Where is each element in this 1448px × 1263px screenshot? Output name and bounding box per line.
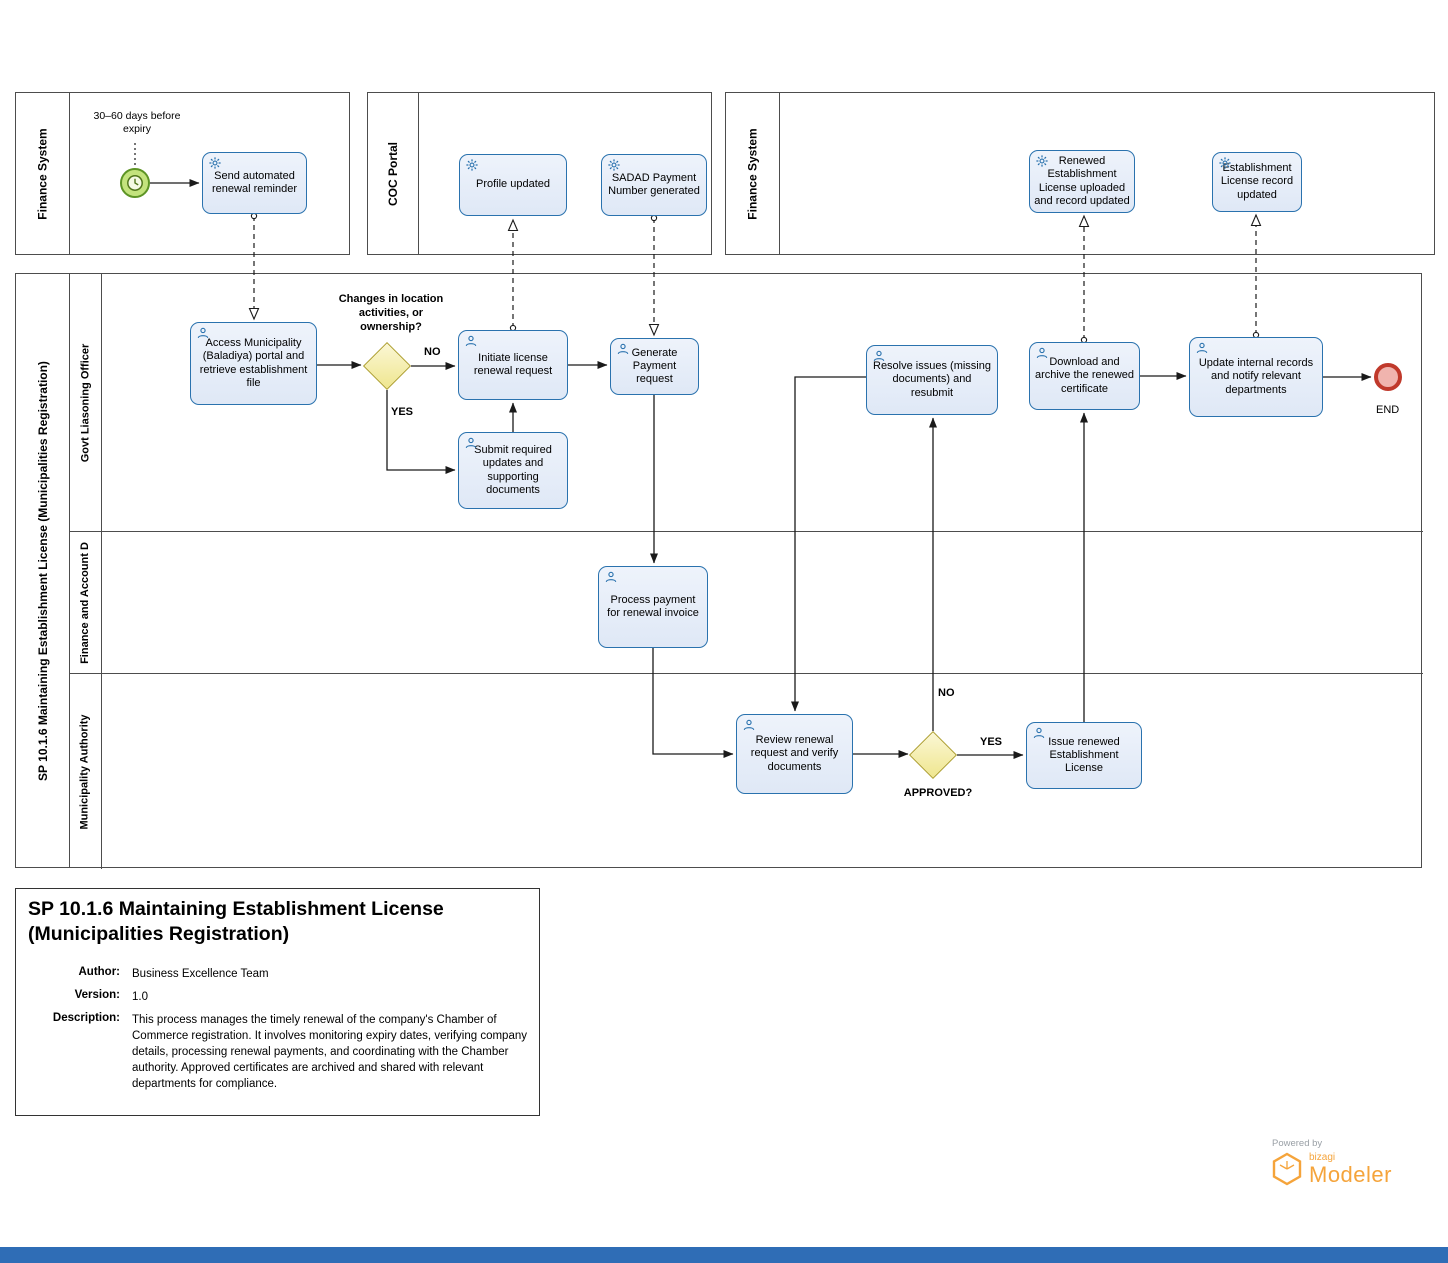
task-issue-renewed-license[interactable]: Issue renewed Establishment License [1026,722,1142,789]
flow-label-approved-no: NO [938,687,955,699]
gear-icon [608,159,620,171]
pool-label-band: Finance System [726,93,780,254]
task-resolve-issues-resubmit[interactable]: Resolve issues (missing documents) and r… [866,345,998,415]
task-profile-updated[interactable]: Profile updated [459,154,567,216]
task-label: Generate Payment request [631,346,678,386]
person-icon [1033,727,1045,739]
flow-label-changes-no: NO [424,346,441,358]
modeler-label: Modeler [1309,1161,1392,1187]
clock-icon [125,173,145,193]
lane-label: Finance and Account D [79,541,92,664]
task-submit-required-updates[interactable]: Submit required updates and supporting d… [458,432,568,509]
timer-start-event[interactable] [120,168,150,198]
gear-icon [1219,157,1231,169]
person-icon [873,350,885,362]
task-label: Review renewal request and verify docume… [750,734,839,773]
task-label: Access Municipality (Baladiya) portal an… [199,337,308,389]
flow-label-approved-yes: YES [980,736,1003,748]
task-label: Resolve issues (missing documents) and r… [873,360,991,399]
pool-label-band: COC Portal [368,93,419,254]
person-icon [617,343,629,355]
task-label: Renewed Establishment License uploaded a… [1034,155,1130,207]
gateway-changes-question: Changes in location activities, or owner… [338,293,444,333]
gear-icon [1036,155,1048,167]
lane-finance-and-account[interactable]: Finance and Account D [69,531,1423,673]
lane-label: Govt Liasoning Officer [79,343,92,462]
doc-version-value: 1.0 [132,990,148,1003]
task-label: Process payment for renewal invoice [607,593,699,619]
task-send-automated-renewal-reminder[interactable]: Send automated renewal reminder [202,152,307,214]
bizagi-label: bizagi [1309,1151,1336,1163]
person-icon [1196,342,1208,354]
task-access-municipality-portal[interactable]: Access Municipality (Baladiya) portal an… [190,322,317,405]
task-review-renewal-request[interactable]: Review renewal request and verify docume… [736,714,853,794]
task-label: Issue renewed Establishment License [1048,735,1120,775]
pool-label-band: Finance System [16,93,70,254]
task-label: Initiate license renewal request [473,351,553,377]
flow-label-changes-yes: YES [391,406,414,418]
task-label: Establishment License record updated [1220,162,1294,201]
doc-version-row: Version: 1.0 [28,989,527,1005]
bottom-bar [0,1247,1448,1263]
task-update-internal-records[interactable]: Update internal records and notify relev… [1189,337,1323,417]
task-label: Submit required updates and supporting d… [474,444,552,496]
lane-govt-liasoning-officer[interactable]: Govt Liasoning Officer [69,274,1423,531]
task-label: Update internal records and notify relev… [1198,357,1314,396]
end-event[interactable] [1374,363,1402,391]
main-pool-title: SP 10.1.6 Maintaining Establishment Lice… [35,360,50,781]
doc-description-label: Description: [52,1011,120,1024]
doc-author-label: Author: [78,965,120,978]
doc-author-row: Author: Business Excellence Team [28,966,527,982]
pool-label: COC Portal [386,141,401,206]
powered-by-label: Powered by [1272,1138,1323,1149]
task-label: Download and archive the renewed certifi… [1034,356,1135,395]
task-label: Profile updated [476,178,550,191]
lane-label: Municipality Authority [79,713,91,830]
doc-version-label: Version: [74,988,120,1001]
doc-description-value: This process manages the timely renewal … [132,1013,527,1091]
gear-icon [209,157,221,169]
task-establishment-license-record-updated[interactable]: Establishment License record updated [1212,152,1302,212]
task-label: Send automated renewal reminder [212,169,297,195]
task-download-archive-certificate[interactable]: Download and archive the renewed certifi… [1029,342,1140,410]
person-icon [465,335,477,347]
task-generate-payment-request[interactable]: Generate Payment request [610,338,699,395]
lane-municipality-authority[interactable]: Municipality Authority [69,673,1423,869]
person-icon [605,571,617,583]
task-sadad-payment-number-generated[interactable]: SADAD Payment Number generated [601,154,707,216]
task-initiate-license-renewal-request[interactable]: Initiate license renewal request [458,330,568,400]
task-label: SADAD Payment Number generated [608,171,700,197]
task-process-payment-renewal-invoice[interactable]: Process payment for renewal invoice [598,566,708,648]
person-icon [743,719,755,731]
person-icon [1036,347,1048,359]
person-icon [465,437,477,449]
documentation-panel: SP 10.1.6 Maintaining Establishment Lice… [15,888,540,1116]
pool-label: Finance System [745,127,760,220]
main-pool-title-band: SP 10.1.6 Maintaining Establishment Lice… [16,274,70,867]
gateway-approved-question: APPROVED? [903,787,973,799]
bizagi-logo-icon [1272,1152,1302,1186]
lane-label-band: Govt Liasoning Officer [69,274,102,531]
bizagi-brand: Powered by bizagi Modeler [1272,1138,1392,1186]
doc-description-row: Description: This process manages the ti… [28,1012,527,1092]
doc-title: SP 10.1.6 Maintaining Establishment Lice… [28,898,444,946]
lane-label-band: Municipality Authority [69,674,102,869]
timer-annotation: 30–60 days before expiry [93,110,181,136]
pool-label: Finance System [35,127,50,220]
task-renewed-license-uploaded[interactable]: Renewed Establishment License uploaded a… [1029,150,1135,213]
lane-label-band: Finance and Account D [69,532,102,673]
gear-icon [466,159,478,171]
person-icon [197,327,209,339]
doc-author-value: Business Excellence Team [132,967,269,980]
end-label: END [1376,404,1400,416]
